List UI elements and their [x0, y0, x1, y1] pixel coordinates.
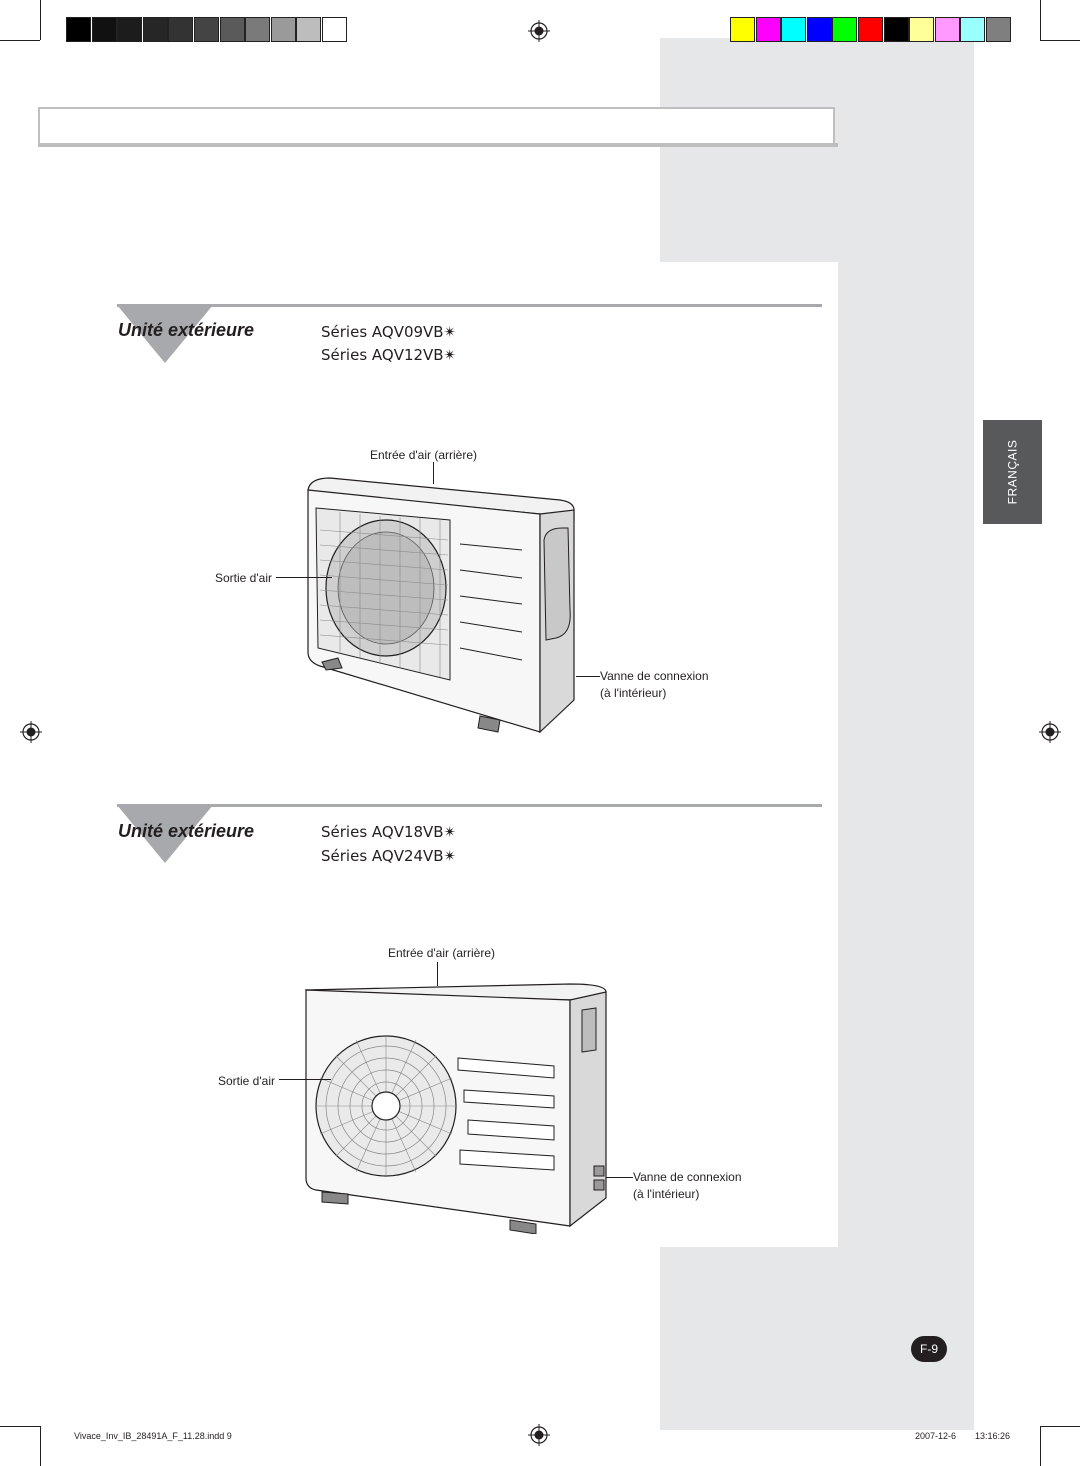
color-swatch	[960, 17, 986, 42]
color-swatch	[91, 17, 117, 42]
section-triangle-icon	[117, 805, 213, 863]
footer-date: 2007-12-6	[915, 1431, 957, 1441]
section-title: Unité extérieure	[118, 821, 255, 841]
color-swatch	[117, 17, 143, 42]
valve-label-sub: (à l'intérieur)	[600, 686, 667, 700]
section-rule	[117, 804, 822, 807]
registration-mark-icon	[20, 721, 42, 743]
leader-line	[437, 962, 438, 986]
section-title: Unité extérieure	[118, 320, 255, 340]
color-swatch	[142, 17, 168, 42]
leader-line	[576, 676, 600, 677]
crop-mark	[0, 40, 40, 41]
crop-mark	[1040, 0, 1041, 40]
air-inlet-label: Entrée d'air (arrière)	[370, 448, 477, 462]
registration-mark-icon	[528, 20, 550, 42]
color-swatch	[245, 17, 271, 42]
color-swatch	[730, 17, 755, 42]
crop-mark	[1040, 1426, 1080, 1427]
series-label: Séries AQV24VB✴	[321, 847, 457, 865]
leader-line	[279, 1079, 331, 1080]
color-swatch	[883, 17, 909, 42]
crop-mark	[1040, 40, 1080, 41]
leader-line	[606, 1177, 633, 1178]
color-swatch	[270, 17, 296, 42]
section-rule	[117, 304, 822, 307]
registration-mark-icon	[528, 1424, 550, 1446]
air-inlet-label: Entrée d'air (arrière)	[388, 946, 495, 960]
color-swatch	[934, 17, 960, 42]
section-triangle-icon	[117, 305, 213, 363]
registration-mark-icon	[1039, 721, 1061, 743]
leader-line	[276, 577, 332, 578]
color-swatch	[296, 17, 322, 42]
color-swatch	[858, 17, 883, 42]
outdoor-unit-large-illustration	[305, 983, 607, 1234]
series-label: Séries AQV09VB✴	[321, 323, 457, 341]
color-swatch	[168, 17, 194, 42]
header-bar-shadow	[38, 143, 838, 147]
valve-label: Vanne de connexion	[600, 669, 709, 683]
language-tab	[983, 420, 1042, 524]
outdoor-unit-small-illustration	[307, 477, 575, 734]
crop-mark	[40, 0, 41, 40]
crop-mark	[0, 1426, 40, 1427]
top-white-area	[0, 38, 660, 262]
header-bar	[38, 107, 835, 145]
color-swatch	[194, 17, 219, 42]
color-swatch	[909, 17, 935, 42]
color-swatch	[66, 17, 91, 42]
color-swatch	[781, 17, 807, 42]
series-label: Séries AQV18VB✴	[321, 823, 457, 841]
air-outlet-label: Sortie d'air	[215, 571, 272, 585]
leader-line	[433, 462, 434, 484]
footer-time: 13:16:26	[975, 1431, 1011, 1441]
footer-filename: Vivace_Inv_IB_28491A_F_11.28.indd 9	[74, 1431, 232, 1441]
series-label: Séries AQV12VB✴	[321, 346, 457, 364]
color-swatch	[322, 17, 347, 42]
color-swatch	[832, 17, 858, 42]
air-outlet-label: Sortie d'air	[218, 1074, 275, 1088]
valve-label-sub: (à l'intérieur)	[633, 1187, 700, 1201]
color-swatch	[986, 17, 1011, 42]
valve-label: Vanne de connexion	[633, 1170, 742, 1184]
page-number-badge: F-9	[911, 1336, 947, 1362]
crop-mark	[40, 1426, 41, 1466]
color-swatch	[806, 17, 832, 42]
color-swatch	[755, 17, 781, 42]
color-swatch	[219, 17, 245, 42]
crop-mark	[1040, 1426, 1041, 1466]
language-tab-label: FRANÇAIS	[1005, 439, 1020, 505]
